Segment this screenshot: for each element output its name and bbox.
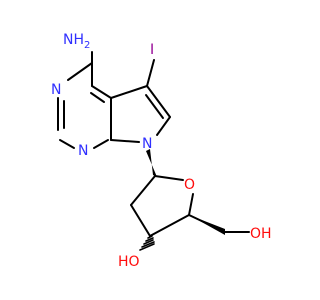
bond-c4a-c4-inner [90,92,105,103]
label-amine: NH2 [63,32,90,51]
bond-c5-c6-inner [145,94,164,119]
hash-c3p-oh [139,235,155,251]
bond-c6-n7 [156,116,171,136]
bond-c4a-c4 [91,85,112,99]
atom-labels: NH2 I N N N O OH HO [51,32,272,270]
bond-c1p-c2p [130,175,156,206]
label-n-pyrrole: N [142,136,152,152]
label-hydroxyl-right: OH [250,226,272,242]
bond-c4a-c5 [110,85,148,99]
wedge-n9-c1p [146,149,157,177]
label-n-pyrimidine-bottom: N [78,143,88,159]
bond-c2-n1 [59,139,75,149]
bonds [57,51,250,237]
molecule-structure: NH2 I N N N O OH HO [51,32,272,270]
bond-c4-n3 [67,62,93,81]
bond-c2p-c3p [130,204,151,237]
label-hydroxyl-bottom: HO [118,254,140,270]
label-ring-oxygen: O [184,177,195,193]
bond-n7-c7a [110,139,140,143]
wedge-c4p-c5p [189,215,225,235]
bond-c3p-c4p [149,214,190,237]
bond-n1-c7a [93,139,109,149]
label-amine-subscript: 2 [84,40,90,51]
bond-o4p-c1p [154,175,184,181]
label-iodine: I [150,42,154,58]
bond-c5-i [146,59,155,87]
label-n-pyrimidine-top: N [51,82,61,98]
bond-c5-c6 [146,85,171,118]
bond-c4p-o4p [188,193,194,216]
